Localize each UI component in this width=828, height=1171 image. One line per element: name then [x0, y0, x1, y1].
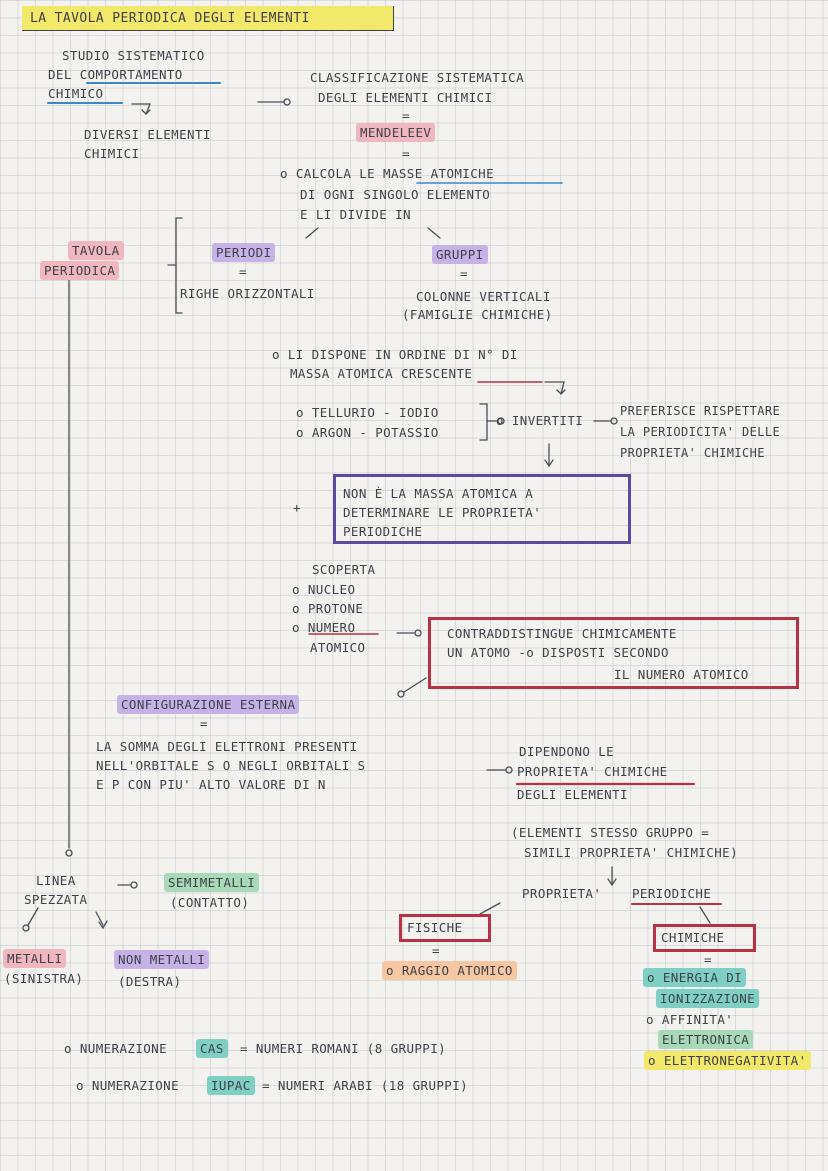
- elements-line2: CHIMICI: [84, 146, 140, 161]
- mendeleev-label: MENDELEEV: [356, 123, 436, 142]
- discovery-item3b: ATOMICO: [310, 640, 366, 655]
- depend-line1: DIPENDONO LE: [519, 744, 615, 759]
- cas-tag: CAS: [196, 1039, 228, 1058]
- arrow-crescente: [544, 381, 565, 395]
- chem-item2b: ELETTRONICA: [658, 1030, 754, 1049]
- physical-eq: =: [432, 943, 440, 958]
- discovery-item1: o NUCLEO: [292, 582, 356, 597]
- cas-rest: = NUMERI ROMANI (8 GRUPPI): [240, 1041, 447, 1056]
- preference-line2: LA PERIODICITA' DELLE: [620, 425, 781, 439]
- red-box-line3: IL NUMERO ATOMICO: [614, 667, 749, 682]
- table-label-line2: PERIODICA: [40, 261, 120, 280]
- red-box: [428, 617, 799, 689]
- properties-label: PROPRIETA': [522, 886, 602, 901]
- order-line1: o LI DISPONE IN ORDINE DI N° DI: [272, 347, 518, 362]
- same-group-line2: SIMILI PROPRIETA' CHIMICHE): [524, 845, 738, 860]
- calc-line1: o CALCOLA LE MASSE ATOMICHE: [280, 166, 494, 181]
- cas-prefix: o NUMERAZIONE: [64, 1041, 168, 1056]
- arrow-to-metals: [27, 907, 39, 926]
- zigzag-line2: SPEZZATA: [24, 892, 88, 907]
- discovery-item2: o PROTONE: [292, 601, 364, 616]
- chem-item3: o ELETTRONEGATIVITA': [644, 1051, 811, 1070]
- classification-line2: DEGLI ELEMENTI CHIMICI: [318, 90, 493, 105]
- discovery-title: SCOPERTA: [312, 562, 376, 577]
- configuration-line1: LA SOMMA DEGLI ELETTRONI PRESENTI: [96, 739, 358, 754]
- periods-desc: RIGHE ORIZZONTALI: [180, 286, 315, 301]
- page-title: LA TAVOLA PERIODICA DEGLI ELEMENTI: [30, 11, 310, 26]
- discovery-item3a: o NUMERO: [292, 620, 356, 635]
- calc-line2: DI OGNI SINGOLO ELEMENTO: [300, 187, 491, 202]
- configuration-label: CONFIGURAZIONE ESTERNA: [117, 695, 300, 714]
- branch-to-chimiche: [699, 906, 711, 924]
- branch-to-periodi: [305, 227, 319, 239]
- purple-box-line3: PERIODICHE: [343, 524, 423, 539]
- semimetals-label: SEMIMETALLI: [164, 873, 260, 892]
- iupac-prefix: o NUMERAZIONE: [76, 1078, 180, 1093]
- purple-box: [333, 474, 631, 544]
- chemical-box: [653, 924, 756, 952]
- calc-line3: E LI DIVIDE IN: [300, 207, 411, 222]
- classification-line1: CLASSIFICAZIONE SISTEMATICA: [310, 70, 524, 85]
- configuration-eq: =: [200, 716, 208, 731]
- purple-box-line2: DETERMINARE LE PROPRIETA': [343, 505, 542, 520]
- nonmetals-label: NON METALLI: [114, 950, 210, 969]
- study-line1: STUDIO SISTEMATICO: [62, 48, 205, 63]
- iupac-rest: = NUMERI ARABI (18 GRUPPI): [262, 1078, 469, 1093]
- preference-line1: PREFERISCE RISPETTARE: [620, 404, 781, 418]
- study-line3: CHIMICO: [48, 86, 104, 101]
- periods-label: PERIODI: [212, 243, 276, 262]
- inversion-item2: o ARGON - POTASSIO: [296, 425, 439, 440]
- arrow-to-nonmetals: [95, 911, 104, 926]
- metals-note: (SINISTRA): [4, 971, 84, 986]
- red-box-line1: CONTRADDISTINGUE CHIMICAMENTE: [447, 626, 677, 641]
- same-group-line1: (ELEMENTI STESSO GRUPPO =: [511, 825, 710, 840]
- arrow-diagonal: [403, 677, 427, 693]
- branch-to-gruppi: [427, 227, 441, 239]
- study-line2: DEL COMPORTAMENTO: [48, 67, 183, 82]
- chem-item2a: o AFFINITA': [646, 1012, 734, 1027]
- preference-line3: PROPRIETA' CHIMICHE: [620, 446, 765, 460]
- table-label-line1: TAVOLA: [68, 241, 124, 260]
- zigzag-line1: LINEA: [36, 873, 76, 888]
- periods-eq: =: [239, 264, 247, 279]
- inversion-label: o INVERTITI: [496, 413, 584, 428]
- chem-item1a: o ENERGIA DI: [643, 968, 747, 987]
- elements-line1: DIVERSI ELEMENTI: [84, 127, 211, 142]
- metals-label: METALLI: [3, 949, 67, 968]
- properties-periodic: PERIODICHE: [632, 886, 712, 901]
- chem-item1b: IONIZZAZIONE: [656, 989, 760, 1008]
- nonmetals-note: (DESTRA): [118, 974, 182, 989]
- arrow-chimico: [131, 103, 151, 115]
- depend-line2: PROPRIETA' CHIMICHE: [517, 764, 668, 779]
- atomic-radius: o RAGGIO ATOMICO: [382, 961, 517, 980]
- depend-line3: DEGLI ELEMENTI: [517, 787, 628, 802]
- configuration-line3: E P CON PIU' ALTO VALORE DI N: [96, 777, 326, 792]
- configuration-line2: NELL'ORBITALE S O NEGLI ORBITALI S: [96, 758, 366, 773]
- order-line2: MASSA ATOMICA CRESCENTE: [290, 366, 473, 381]
- chemical-eq: =: [704, 952, 712, 967]
- iupac-tag: IUPAC: [207, 1076, 255, 1095]
- groups-desc-line1: COLONNE VERTICALI: [416, 289, 551, 304]
- title-box: [22, 6, 394, 31]
- purple-box-line1: NON È LA MASSA ATOMICA A: [343, 486, 534, 501]
- semimetals-note: (CONTATTO): [170, 895, 250, 910]
- plus-sign: +: [293, 500, 301, 515]
- groups-eq: =: [460, 266, 468, 281]
- groups-label: GRUPPI: [432, 245, 488, 264]
- chemical-label: CHIMICHE: [661, 930, 725, 945]
- branch-to-fisiche: [479, 902, 501, 915]
- physical-box: [399, 914, 491, 942]
- groups-desc-line2: (FAMIGLIE CHIMICHE): [402, 307, 553, 322]
- inversion-item1: o TELLURIO - IODIO: [296, 405, 439, 420]
- red-box-line2: UN ATOMO -o DISPOSTI SECONDO: [447, 645, 669, 660]
- physical-label: FISICHE: [407, 920, 463, 935]
- classification-eq1: =: [402, 108, 410, 123]
- classification-eq2: =: [402, 146, 410, 161]
- bracket-inversions: [479, 403, 488, 441]
